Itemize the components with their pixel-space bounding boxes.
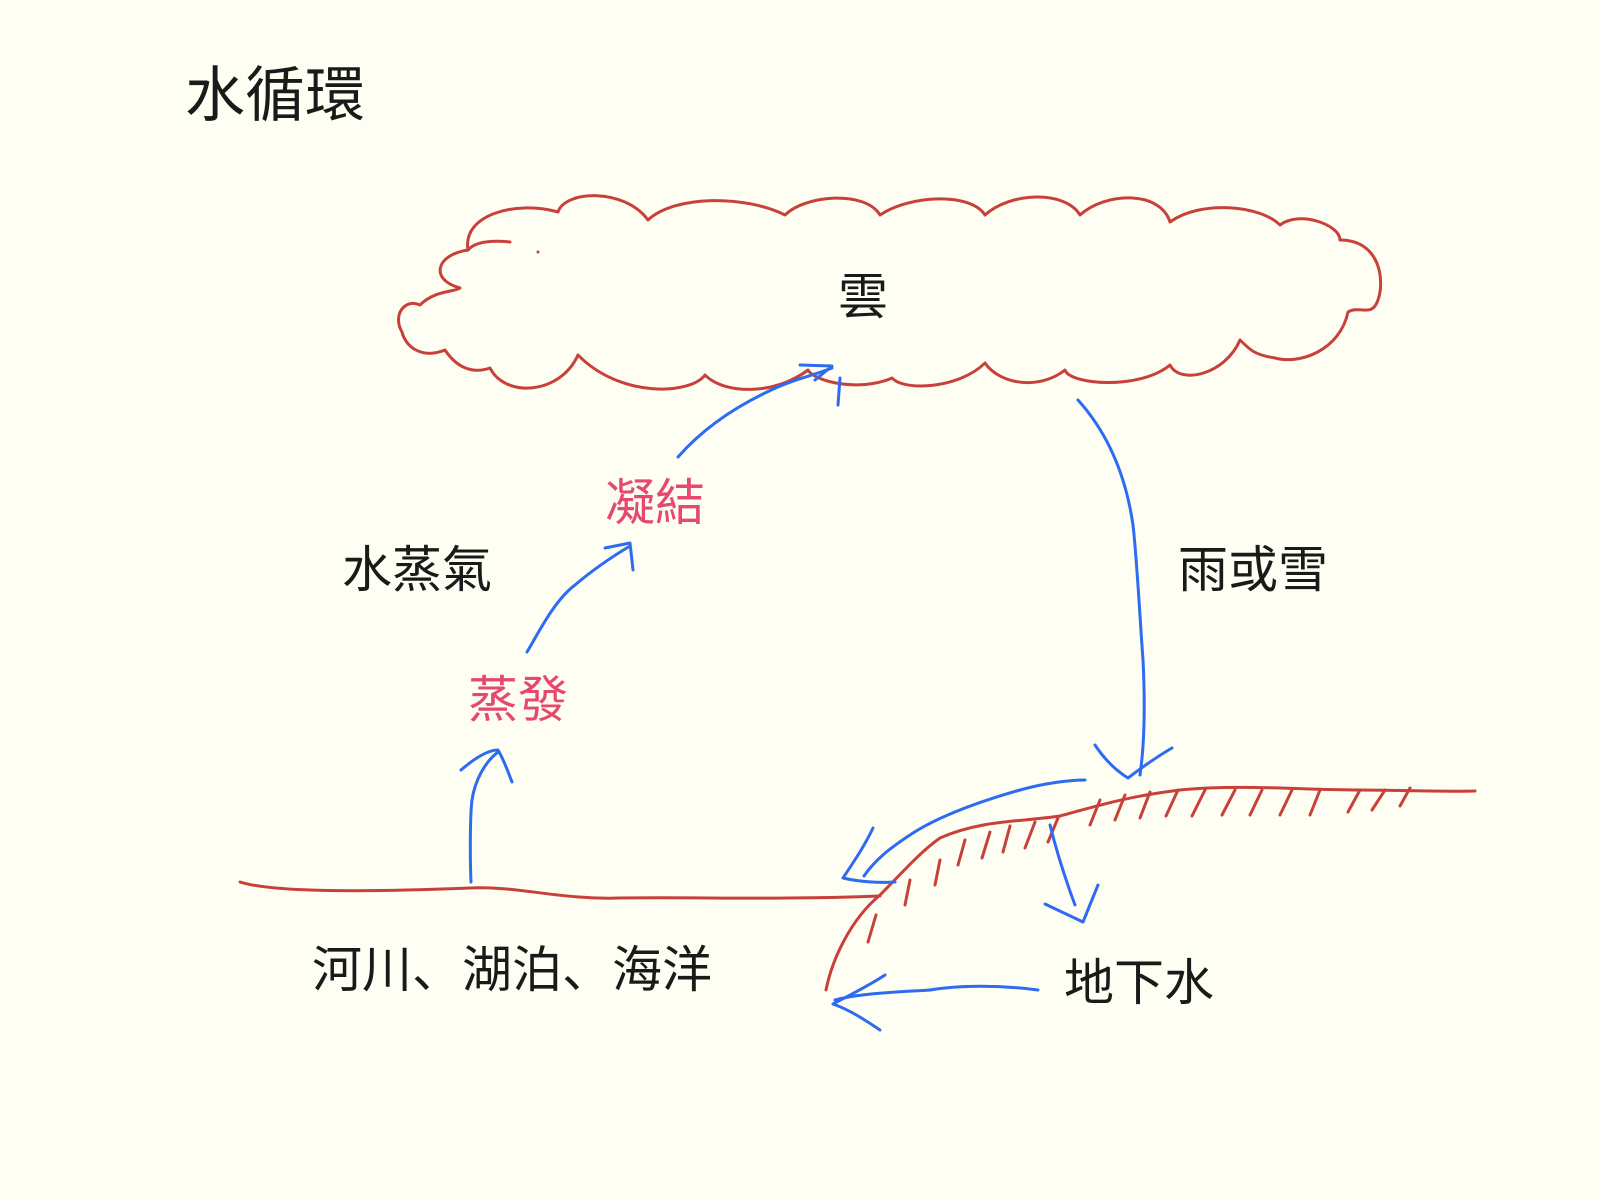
infiltration-arrow [1043, 823, 1100, 924]
evaporation-label: 蒸發 [468, 671, 568, 729]
ground-hatching [866, 786, 1412, 944]
page-title: 水循環 [185, 61, 365, 131]
cloud-dot [536, 250, 540, 254]
condensation-arrow [676, 363, 842, 459]
surface-water-label: 河川、湖泊、海洋 [312, 941, 712, 999]
evaporation-arrow [459, 748, 514, 884]
runoff-arrow [841, 778, 1087, 884]
cloud-outline [396, 194, 1383, 391]
cloud-inner-stroke [466, 239, 512, 252]
water-vapor-label: 水蒸氣 [342, 541, 492, 599]
water-surface-line [238, 880, 882, 900]
cloud-label: 雲 [838, 268, 888, 326]
precipitation-arrow [1076, 398, 1174, 780]
groundwater-flow-arrow [831, 973, 1040, 1032]
vapor-rising-arrow [525, 541, 635, 654]
groundwater-label: 地下水 [1064, 954, 1214, 1012]
precipitation-label: 雨或雪 [1178, 541, 1328, 599]
condensation-label: 凝結 [605, 474, 705, 532]
